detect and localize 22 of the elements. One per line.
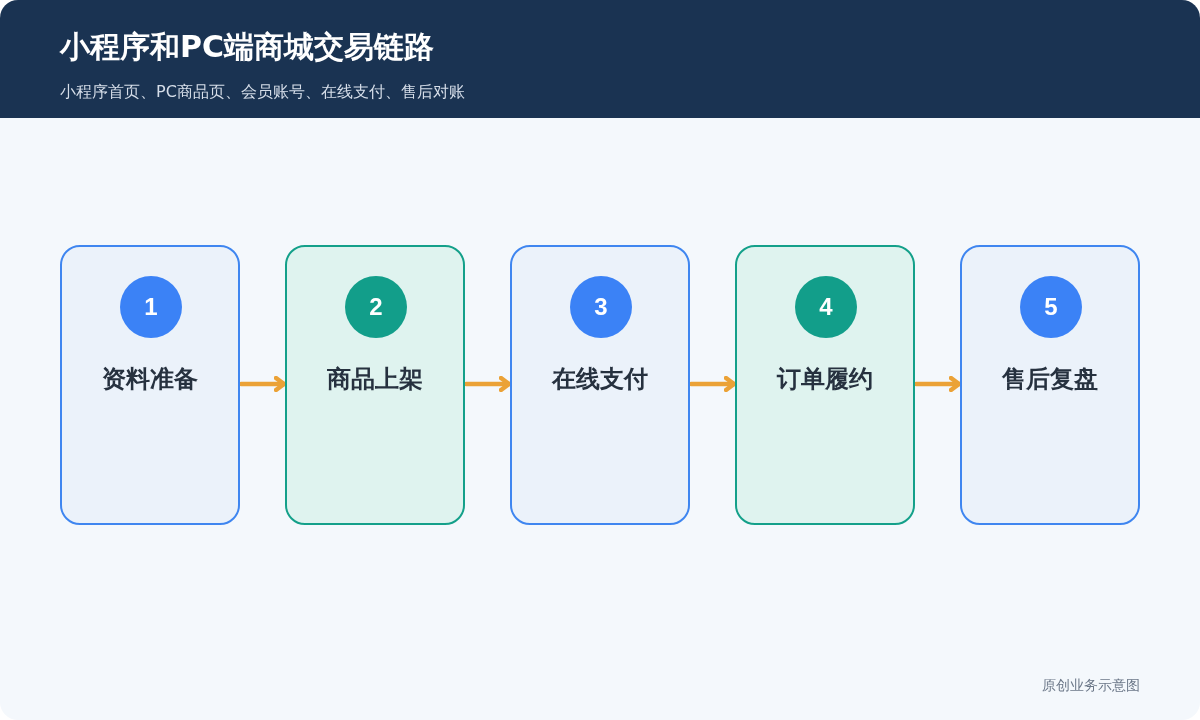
step-card	[510, 245, 690, 525]
step-label: 订单履约	[775, 364, 874, 395]
step-card	[735, 245, 915, 525]
step-card	[960, 245, 1140, 525]
step-label: 售后复盘	[1001, 364, 1099, 395]
step-number: 1	[120, 276, 182, 338]
step-card	[60, 245, 240, 525]
step-number: 4	[795, 276, 857, 338]
arrow	[913, 375, 962, 393]
step-number: 5	[1020, 276, 1082, 338]
step-label: 资料准备	[101, 364, 199, 395]
step-card	[285, 245, 465, 525]
footnote: 原创业务示意图	[1042, 676, 1140, 695]
arrow	[688, 375, 737, 393]
step-number: 3	[570, 276, 632, 338]
step-label: 商品上架	[326, 364, 424, 395]
arrow	[463, 375, 512, 393]
subtitle: 小程序首页、PC商品页、会员账号、在线支付、售后对账	[60, 81, 465, 103]
step-number: 2	[345, 276, 407, 338]
title: 小程序和PC端商城交易链路	[60, 28, 434, 66]
step-label: 在线支付	[550, 364, 649, 395]
arrow	[238, 375, 287, 393]
